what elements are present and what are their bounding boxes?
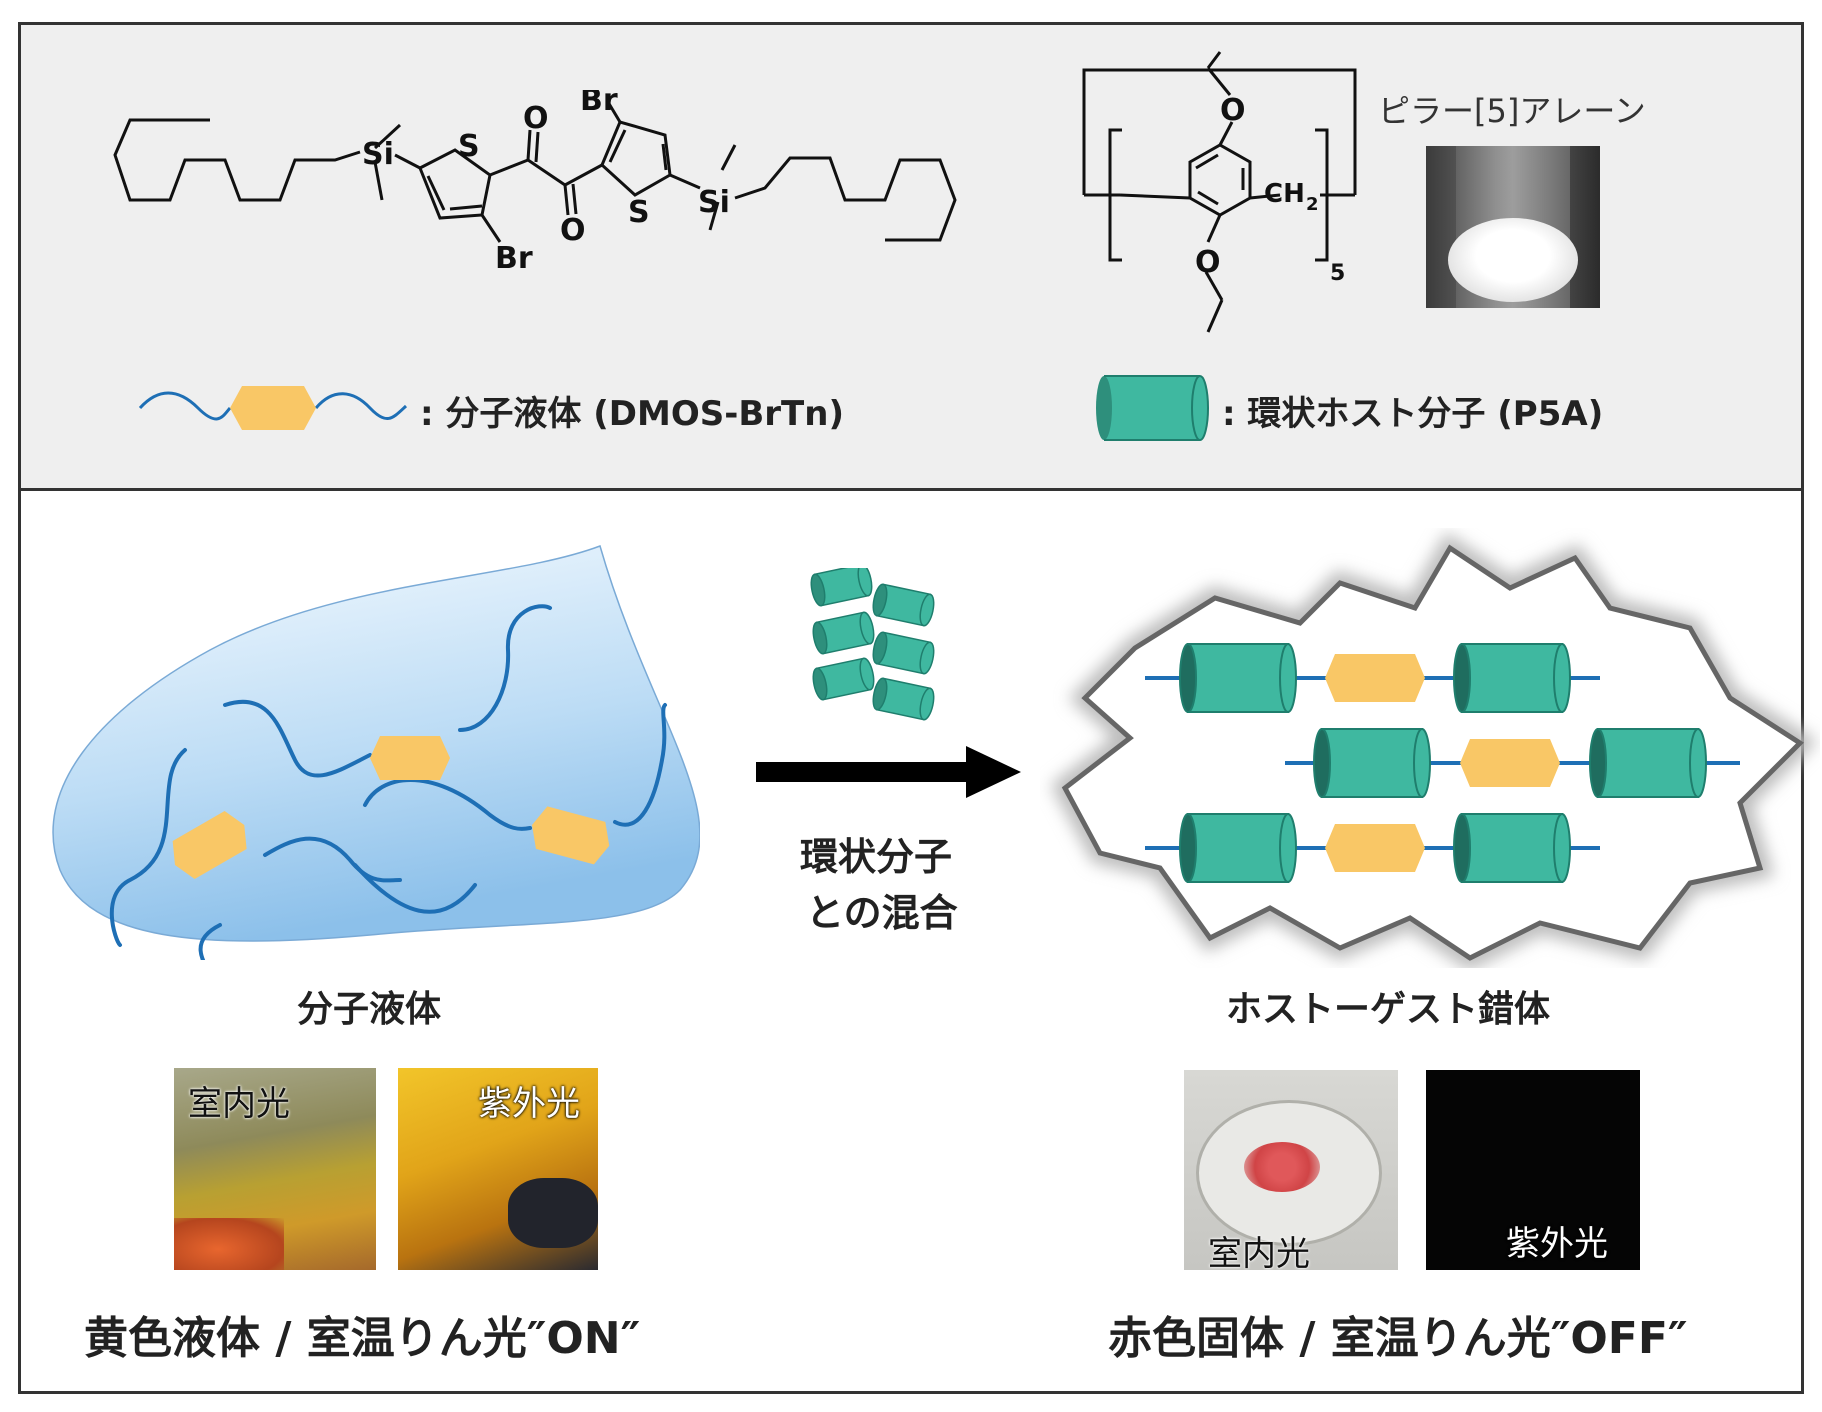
process-arrow	[756, 746, 1021, 798]
atom-si-right: Si	[698, 185, 730, 220]
legend-host-label: : 環状ホスト分子 (P5A)	[1222, 394, 1604, 434]
liquid-title: 分子液体	[297, 989, 442, 1030]
dmos-brtn-structure: Si S Br O O Br S Si	[113, 90, 957, 276]
p5a-repeat-count: 5	[1330, 261, 1345, 286]
complex-title: ホストーゲスト錯体	[1226, 989, 1551, 1030]
solid-room-light-photo: 室内光	[1184, 1070, 1398, 1270]
right-caption: 赤色固体 / 室温りん光″OFF″	[1108, 1313, 1688, 1364]
atom-si-left: Si	[362, 137, 394, 172]
solid-uv-light-photo: 紫外光	[1426, 1070, 1640, 1270]
legend-liquid-icon	[138, 386, 408, 430]
p5a-ch2-subscript: 2	[1306, 194, 1319, 215]
liquid-uv-light-label: 紫外光	[478, 1084, 580, 1124]
solid-uv-light-label: 紫外光	[1506, 1224, 1608, 1264]
pillararene-powder-photo	[1426, 146, 1600, 308]
left-caption: 黄色液体 / 室温りん光″ON″	[84, 1313, 641, 1364]
solid-room-light-label: 室内光	[1208, 1234, 1310, 1270]
p5a-atom-o-bottom: O	[1195, 245, 1221, 280]
host-guest-complex-illustration	[1050, 532, 1818, 968]
arrow-label-line1: 環状分子	[800, 835, 953, 879]
legend-liquid-label: : 分子液体 (DMOS-BrTn)	[420, 394, 844, 434]
p5a-atom-o-top: O	[1220, 93, 1246, 128]
atom-o-bottom: O	[560, 213, 586, 248]
host-molecules-icon	[810, 568, 935, 721]
p5a-ch2: CH	[1264, 179, 1305, 209]
pillararene-name: ピラー[5]アレーン	[1378, 92, 1646, 130]
atom-o-top: O	[523, 101, 549, 136]
atom-br-bottom: Br	[495, 241, 533, 276]
liquid-room-light-photo: 室内光	[174, 1068, 376, 1270]
atom-s-right: S	[628, 195, 650, 230]
atom-s-left: S	[458, 129, 480, 164]
liquid-uv-light-photo: 紫外光	[398, 1068, 598, 1270]
molecular-liquid-illustration	[52, 545, 700, 960]
liquid-room-light-label: 室内光	[188, 1084, 290, 1124]
arrow-label-line2: との混合	[806, 891, 958, 935]
atom-br-top: Br	[580, 90, 618, 118]
pillararene-structure: O O CH 2 5	[1082, 51, 1357, 333]
legend-host-icon	[1096, 375, 1209, 441]
